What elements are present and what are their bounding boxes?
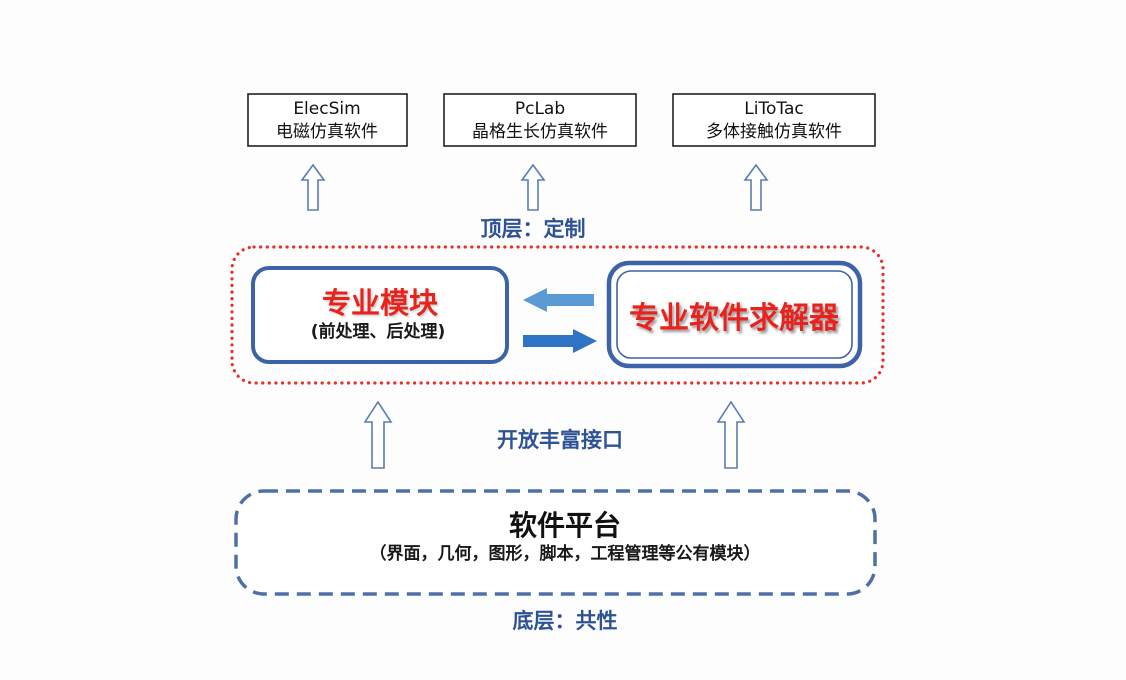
- bottom-layer-label: 底层：共性: [513, 609, 618, 633]
- app-description: 电磁仿真软件: [276, 122, 378, 142]
- app-name: LiToTac: [744, 99, 803, 119]
- interface-label: 开放丰富接口: [497, 428, 623, 452]
- app-name: PcLab: [515, 99, 565, 119]
- module-box-frame: [251, 266, 509, 364]
- solver-title: 专业软件求解器: [629, 301, 840, 336]
- middle-layer-frame: [230, 245, 885, 385]
- up-arrow-elecsim: [300, 163, 326, 211]
- up-arrow-litotac: [743, 163, 769, 211]
- top-layer-label: 顶层：定制: [481, 217, 586, 241]
- app-box-elecsim: ElecSim 电磁仿真软件: [247, 93, 408, 147]
- solver-box-outer-frame: [606, 260, 863, 369]
- module-title: 专业模块: [322, 286, 438, 320]
- app-description: 晶格生长仿真软件: [472, 122, 608, 142]
- app-name: ElecSim: [293, 99, 360, 119]
- module-subtitle: (前处理、后处理): [311, 321, 446, 342]
- right-arrow: [523, 329, 597, 353]
- app-box-frame: [443, 93, 637, 147]
- app-box-pclab: PcLab 晶格生长仿真软件: [443, 93, 637, 147]
- app-box-litotac: LiToTac 多体接触仿真软件: [672, 93, 876, 147]
- solver-box-inner-frame: [616, 270, 853, 359]
- app-box-frame: [247, 93, 408, 147]
- solver-box: 专业软件求解器: [606, 260, 863, 369]
- app-description: 多体接触仿真软件: [706, 122, 842, 142]
- up-arrow-pclab: [520, 163, 546, 211]
- left-arrow: [523, 288, 594, 312]
- platform-subtitle: （界面，几何，图形，脚本，工程管理等公有模块）: [370, 543, 761, 564]
- platform-box-frame: [234, 489, 877, 596]
- up-arrow-to-solver: [716, 400, 746, 469]
- professional-module-box: 专业模块 (前处理、后处理): [251, 266, 509, 364]
- app-box-frame: [672, 93, 876, 147]
- software-platform-box: 软件平台 （界面，几何，图形，脚本，工程管理等公有模块）: [234, 489, 877, 596]
- platform-title: 软件平台: [509, 509, 621, 542]
- up-arrow-to-module: [363, 400, 393, 469]
